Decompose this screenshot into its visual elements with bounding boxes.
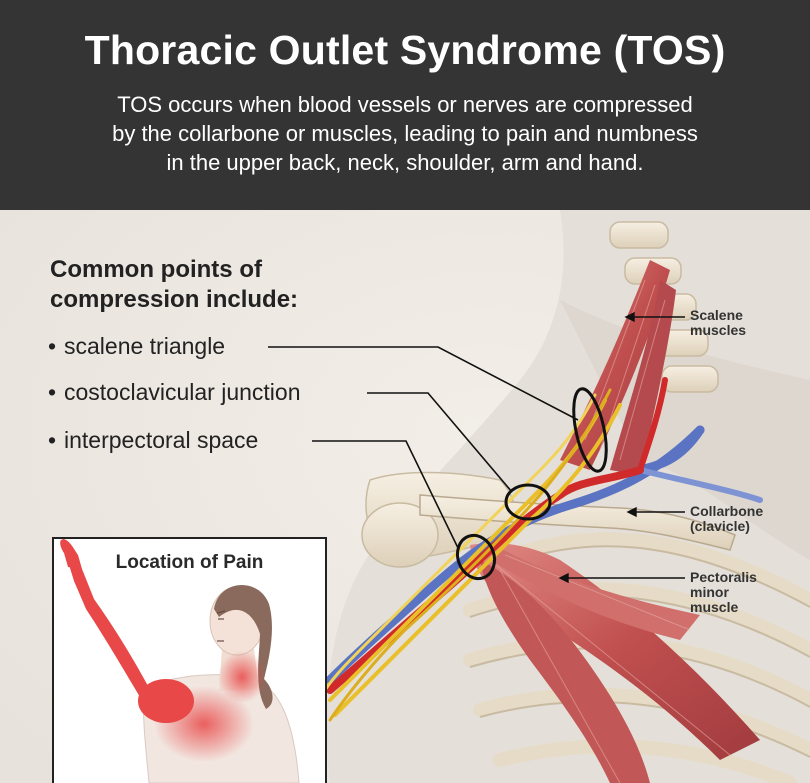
- humeral-head: [361, 502, 439, 568]
- location-of-pain-inset: Location of Pain: [52, 537, 327, 783]
- pectoral-striations: [489, 554, 731, 783]
- compression-point-label: costoclavicular junction: [64, 379, 301, 405]
- pectoralis-minor-muscle: [490, 548, 700, 640]
- eyebrow: [216, 610, 226, 614]
- rib: [473, 687, 810, 757]
- rib-edge: [479, 700, 810, 758]
- compression-markers: [455, 387, 608, 581]
- label-line: Pectoralis: [690, 569, 757, 585]
- collarbone-label: Collarbone (clavicle): [690, 504, 763, 534]
- label-pointers: [558, 311, 685, 584]
- label-line: muscle: [690, 599, 739, 615]
- bullet-icon: •: [48, 427, 57, 453]
- interpectoral-marker: [455, 533, 497, 581]
- interpectoral-leader: [312, 440, 459, 549]
- scalene-triangle-leader: [268, 346, 579, 421]
- intro-line: compression include:: [50, 286, 299, 313]
- page-title: Thoracic Outlet Syndrome (TOS): [84, 27, 726, 73]
- compression-point-item: • interpectoral space: [48, 426, 258, 454]
- figure-hand: [60, 539, 82, 569]
- scalene-muscle: [560, 260, 670, 470]
- scalene-muscles-label: Scalene muscles: [690, 308, 746, 338]
- bullet-icon: •: [48, 379, 57, 405]
- figure-face: [216, 610, 226, 642]
- striation: [504, 554, 691, 631]
- scalene-triangle-marker: [572, 387, 608, 473]
- vein-branch: [637, 467, 763, 503]
- compression-point-item: • scalene triangle: [48, 332, 225, 360]
- striation: [619, 299, 666, 461]
- bullet-icon: •: [48, 333, 57, 359]
- description-line: by the collarbone or muscles, leading to…: [112, 121, 698, 146]
- intro-line: Common points of: [50, 256, 262, 283]
- striation: [584, 279, 646, 441]
- brachial-plexus-nerve: [328, 388, 612, 722]
- compression-intro: Common points of compression include:: [50, 255, 298, 315]
- leader-lines: [268, 346, 579, 549]
- pectoralis-minor-muscle: [470, 543, 760, 760]
- costoclavicular-leader: [367, 392, 513, 493]
- pointer-head: [558, 572, 569, 584]
- striation: [489, 559, 731, 756]
- costoclavicular-marker: [504, 483, 552, 521]
- artery-branch: [637, 377, 668, 473]
- rib: [493, 739, 797, 783]
- label-line: Scalene: [690, 307, 743, 323]
- label-line: Collarbone: [690, 503, 764, 519]
- vertebra: [609, 221, 669, 249]
- figure-raised-arm: [66, 554, 154, 707]
- pain-area-neck: [218, 651, 266, 703]
- pointer-head: [624, 311, 635, 323]
- description-line: TOS occurs when blood vessels or nerves …: [117, 92, 693, 117]
- pain-area-chest: [154, 686, 254, 762]
- compression-point-label: interpectoral space: [64, 427, 259, 453]
- label-line: muscles: [690, 322, 747, 338]
- rib: [493, 532, 810, 607]
- striation: [499, 569, 621, 783]
- brachial-plexus-nerve: [333, 403, 622, 717]
- vertebra: [661, 365, 719, 393]
- header-description: TOS occurs when blood vessels or nerves …: [40, 90, 770, 177]
- description-line: in the upper back, neck, shoulder, arm a…: [166, 150, 644, 175]
- label-line: (clavicle): [690, 518, 750, 534]
- compression-point-item: • costoclavicular junction: [48, 378, 301, 406]
- neurovascular-bundle: [323, 377, 763, 722]
- pain-figure: [60, 539, 300, 783]
- pointer-head: [626, 506, 637, 518]
- figure-hair: [214, 585, 273, 709]
- label-line: minor: [690, 584, 729, 600]
- inset-title: Location of Pain: [115, 552, 264, 573]
- pectoralis-minor-label: Pectoralis minor muscle: [690, 570, 757, 615]
- pectoralis-minor-muscle: [480, 560, 650, 783]
- compression-point-label: scalene triangle: [64, 333, 226, 359]
- header-banner: Thoracic Outlet Syndrome (TOS) TOS occur…: [0, 0, 810, 210]
